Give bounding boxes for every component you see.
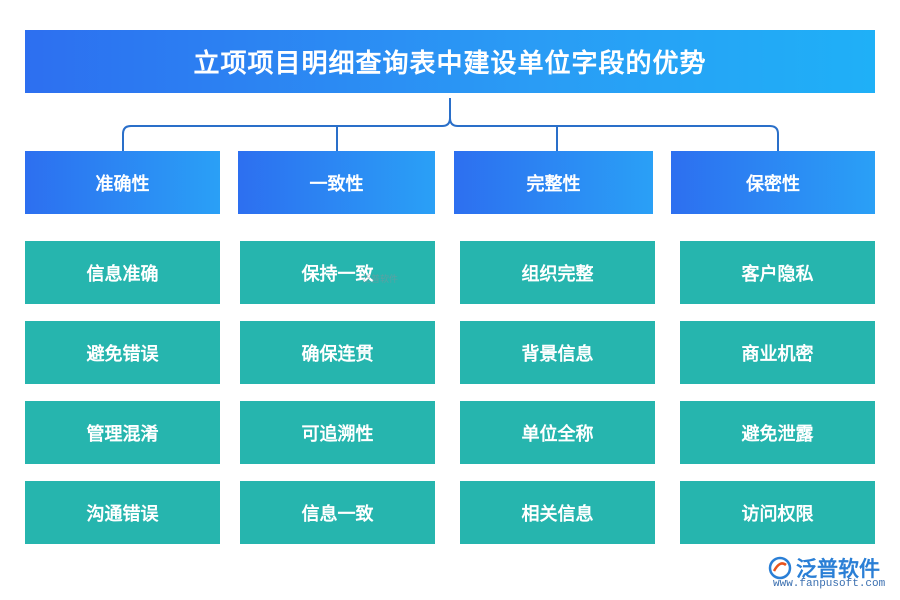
watermark-text: 泛普软件: [362, 275, 399, 285]
item-accuracy-3: 管理混淆: [25, 401, 220, 464]
item-confidentiality-2: 商业机密: [680, 321, 875, 384]
item-completeness-4: 相关信息: [460, 481, 655, 544]
item-accuracy-2: 避免错误: [25, 321, 220, 384]
item-consistency-1: 保持一致: [240, 241, 435, 304]
logo-url: www.fanpusoft.com: [773, 578, 886, 590]
item-accuracy-1: 信息准确: [25, 241, 220, 304]
header-accuracy: 准确性: [25, 151, 220, 214]
brand-logo: 泛普软件: [768, 553, 880, 583]
item-completeness-3: 单位全称: [460, 401, 655, 464]
fanpu-logo-icon: [768, 556, 792, 580]
item-consistency-3: 可追溯性: [240, 401, 435, 464]
logo-name: 泛普软件: [796, 556, 880, 581]
item-confidentiality-4: 访问权限: [680, 481, 875, 544]
header-completeness: 完整性: [454, 151, 653, 214]
item-consistency-4: 信息一致: [240, 481, 435, 544]
item-accuracy-4: 沟通错误: [25, 481, 220, 544]
header-consistency: 一致性: [238, 151, 435, 214]
item-completeness-1: 组织完整: [460, 241, 655, 304]
item-completeness-2: 背景信息: [460, 321, 655, 384]
item-consistency-2: 确保连贯: [240, 321, 435, 384]
item-confidentiality-1: 客户隐私: [680, 241, 875, 304]
diagram-title: 立项项目明细查询表中建设单位字段的优势: [25, 30, 875, 93]
item-confidentiality-3: 避免泄露: [680, 401, 875, 464]
header-confidentiality: 保密性: [671, 151, 875, 214]
